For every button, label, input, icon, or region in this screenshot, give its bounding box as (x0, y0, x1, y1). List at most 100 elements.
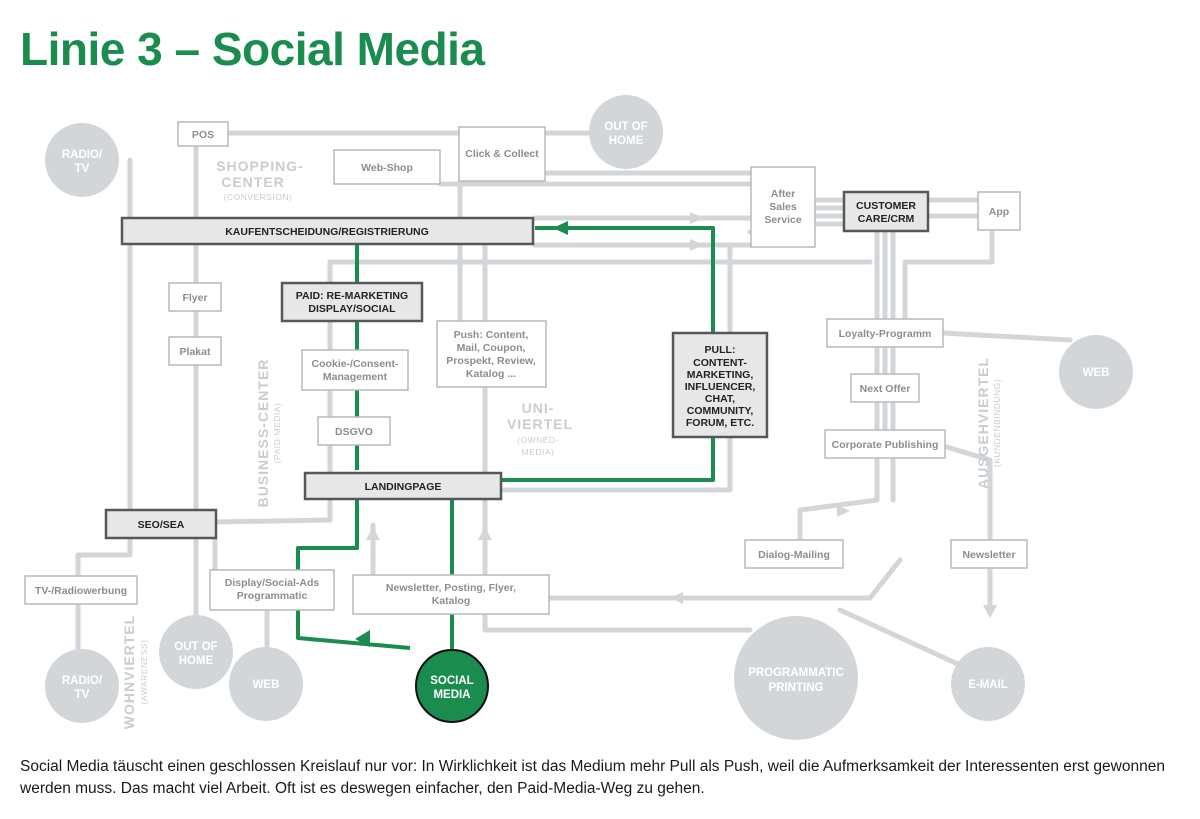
district-uni-viertel-line1: UNI- (522, 400, 555, 416)
circle-programmatic-printing-line2: PRINTING (769, 682, 824, 694)
box-dialog-mailing-label: Dialog-Mailing (758, 549, 830, 561)
box-push-line4: Katalog ... (466, 368, 516, 380)
box-pull-line1: PULL: (705, 344, 736, 356)
box-web-shop: Web-Shop (333, 149, 441, 185)
circle-out-of-home-bottom: OUT OF HOME (159, 615, 233, 689)
box-dsgvo-label: DSGVO (335, 426, 373, 438)
box-cookie: Cookie-/Consent- Management (301, 349, 409, 391)
box-after-sales-line3: Service (764, 214, 802, 226)
box-after-sales: After Sales Service (750, 166, 816, 248)
box-dsgvo: DSGVO (317, 416, 391, 446)
box-seo-sea-label: SEO/SEA (138, 519, 185, 531)
box-loyalty: Loyalty-Programm (826, 318, 944, 348)
box-push-line2: Mail, Coupon, (457, 342, 526, 354)
district-ausgehviertel-label: AUSGEHVIERTEL (975, 357, 991, 489)
district-uni-viertel: UNI- VIERTEL (OWNED- MEDIA) (507, 400, 573, 457)
circle-out-of-home-bottom-line2: HOME (179, 655, 214, 667)
circle-radio-tv-top: RADIO/ TV (45, 123, 119, 197)
box-plakat: Plakat (168, 336, 222, 366)
district-ausgehviertel: AUSGEHVIERTEL (KUNDENBINDUNG) (975, 357, 1002, 489)
box-pos-label: POS (192, 129, 214, 141)
box-dialog-mailing: Dialog-Mailing (744, 539, 844, 569)
box-pull-line6: COMMUNITY, (687, 405, 754, 417)
box-pull-line2: CONTENT- (693, 357, 747, 369)
district-shopping-center: SHOPPING- CENTER (CONVERSION) (216, 158, 303, 202)
circle-web-bottom: WEB (229, 647, 303, 721)
box-pull-line4: INFLUENCER, (685, 381, 756, 393)
box-landingpage: LANDINGPAGE (303, 471, 503, 501)
grey-arrowheads (366, 212, 997, 618)
circle-out-of-home-top: OUT OF HOME (589, 95, 663, 169)
district-shopping-center-sub: (CONVERSION) (224, 192, 293, 202)
box-after-sales-line2: Sales (769, 201, 797, 213)
circle-web-right: WEB (1059, 335, 1133, 409)
circle-programmatic-printing: PROGRAMMATIC PRINTING (734, 616, 858, 740)
circle-radio-tv-top-line1: RADIO/ (62, 149, 103, 161)
box-display-ads: Display/Social-Ads Programmatic (209, 569, 335, 611)
circle-email-label: E-MAIL (968, 679, 1008, 691)
box-seo-sea: SEO/SEA (104, 508, 218, 540)
box-corporate-publishing-label: Corporate Publishing (832, 439, 939, 451)
box-pull-line3: MARKETING, (687, 369, 754, 381)
circle-web-right-label: WEB (1083, 367, 1110, 379)
box-click-collect-label: Click & Collect (465, 148, 539, 160)
box-newsletter-posting-line2: Katalog (432, 595, 471, 607)
box-pull-line7: FORUM, ETC. (686, 417, 754, 429)
circle-web-bottom-label: WEB (253, 679, 280, 691)
district-ausgehviertel-sub: (KUNDENBINDUNG) (992, 379, 1002, 467)
box-newsletter-posting: Newsletter, Posting, Flyer, Katalog (352, 574, 550, 615)
box-after-sales-line1: After (771, 188, 796, 200)
box-app-label: App (989, 206, 1009, 218)
district-wohnviertel-sub: (AWARENESS) (139, 640, 149, 705)
box-web-shop-label: Web-Shop (361, 162, 413, 174)
box-pull-line5: CHAT, (705, 393, 735, 405)
circle-out-of-home-bottom-line1: OUT OF (174, 641, 217, 653)
circle-radio-tv-bottom-line1: RADIO/ (62, 675, 103, 687)
box-flyer: Flyer (168, 282, 222, 312)
box-next-offer: Next Offer (850, 373, 920, 403)
district-shopping-center-line2: CENTER (221, 174, 285, 190)
box-paid-remarketing-line1: PAID: RE-MARKETING (296, 290, 408, 302)
box-push: Push: Content, Mail, Coupon, Prospekt, R… (436, 320, 547, 388)
box-loyalty-label: Loyalty-Programm (839, 328, 932, 340)
circle-out-of-home-top-line1: OUT OF (604, 121, 647, 133)
box-paid-remarketing: PAID: RE-MARKETING DISPLAY/SOCIAL (280, 281, 424, 323)
district-business-center: BUSINESS-CENTER (PAID-MEDIA) (255, 359, 282, 508)
box-next-offer-label: Next Offer (860, 383, 911, 395)
box-flyer-label: Flyer (182, 292, 207, 304)
box-click-collect: Click & Collect (458, 126, 546, 182)
green-arrowheads (355, 221, 568, 647)
box-newsletter-right-label: Newsletter (962, 549, 1015, 561)
circle-social-media-line2: MEDIA (433, 689, 470, 701)
caption: Social Media täuscht einen geschlossen K… (20, 758, 1165, 797)
circle-email: E-MAIL (951, 647, 1025, 721)
district-wohnviertel-label: WOHNVIERTEL (121, 615, 137, 729)
circle-social-media-line1: SOCIAL (430, 675, 473, 687)
box-push-line1: Push: Content, (454, 329, 529, 341)
district-wohnviertel: WOHNVIERTEL (AWARENESS) (121, 615, 149, 729)
district-business-center-label: BUSINESS-CENTER (255, 359, 271, 508)
box-kaufentscheidung-label: KAUFENTSCHEIDUNG/REGISTRIERUNG (225, 226, 429, 238)
box-display-ads-line2: Programmatic (237, 590, 308, 602)
box-newsletter-posting-line1: Newsletter, Posting, Flyer, (386, 582, 516, 594)
box-cookie-line1: Cookie-/Consent- (312, 358, 399, 370)
box-kaufentscheidung: KAUFENTSCHEIDUNG/REGISTRIERUNG (120, 216, 535, 246)
district-business-center-sub: (PAID-MEDIA) (272, 403, 282, 464)
box-tv-radio-label: TV-/Radiowerbung (35, 585, 127, 597)
box-display-ads-line1: Display/Social-Ads (225, 577, 320, 589)
box-app: App (977, 191, 1021, 231)
box-pull: PULL: CONTENT- MARKETING, INFLUENCER, CH… (671, 331, 769, 439)
circle-radio-tv-top-line2: TV (75, 163, 90, 175)
box-landingpage-label: LANDINGPAGE (365, 481, 442, 493)
district-uni-viertel-sub2: MEDIA) (522, 447, 555, 457)
page-title: Linie 3 – Social Media (20, 23, 485, 75)
box-customer-care: CUSTOMER CARE/CRM (842, 190, 930, 233)
district-uni-viertel-line2: VIERTEL (507, 416, 573, 432)
box-newsletter-right: Newsletter (950, 539, 1028, 569)
box-customer-care-line1: CUSTOMER (856, 200, 916, 212)
circle-programmatic-printing-line1: PROGRAMMATIC (748, 667, 844, 679)
metro-diagram: RADIO/ TV OUT OF HOME WEB RADIO/ TV OUT … (24, 95, 1133, 740)
circle-radio-tv-bottom-line2: TV (75, 689, 90, 701)
box-cookie-line2: Management (323, 371, 388, 383)
circle-radio-tv-bottom: RADIO/ TV (45, 649, 119, 723)
